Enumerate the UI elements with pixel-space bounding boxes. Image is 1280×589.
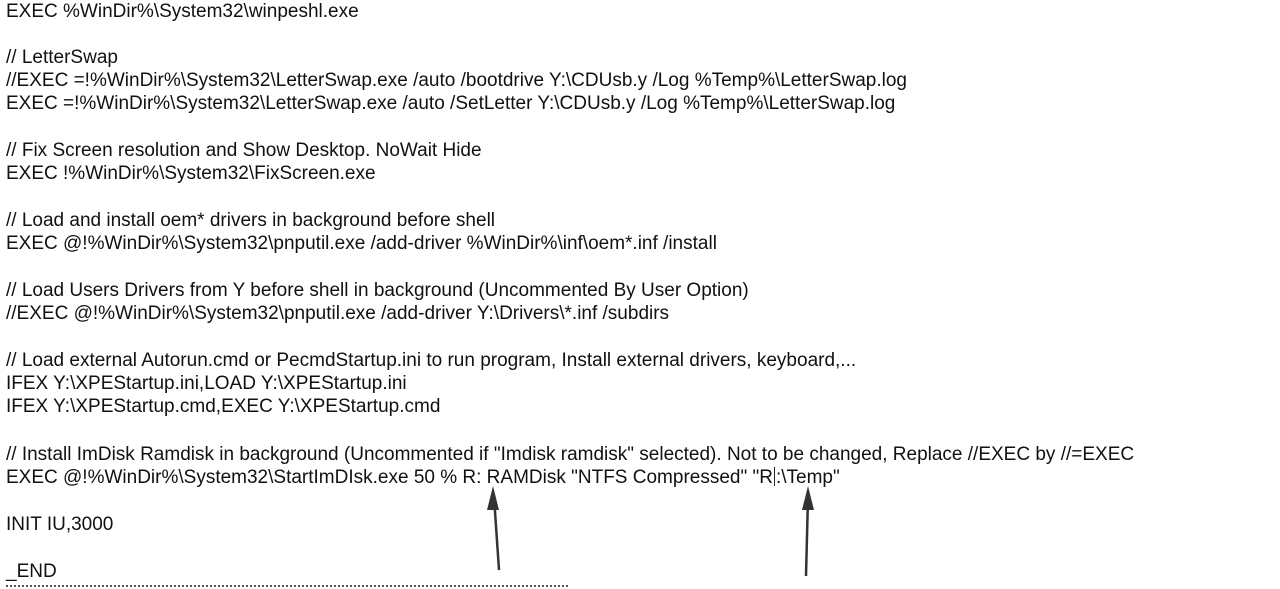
code-line-init: INIT IU,3000 [6, 514, 114, 535]
code-line-user-drivers-comment: // Load Users Drivers from Y before shel… [6, 280, 749, 301]
code-line-ramdisk-exec: EXEC @!%WinDir%\System32\StartImDIsk.exe… [6, 466, 840, 489]
code-line-fixscreen-exec: EXEC !%WinDir%\System32\FixScreen.exe [6, 163, 376, 184]
code-line-letterswap-setletter: EXEC =!%WinDir%\System32\LetterSwap.exe … [6, 93, 896, 114]
code-line-end: _END [6, 561, 57, 582]
code-line-ifex-ini: IFEX Y:\XPEStartup.ini,LOAD Y:\XPEStartu… [6, 373, 407, 394]
code-line-ramdisk-comment: // Install ImDisk Ramdisk in background … [6, 444, 1135, 465]
code-line-autorun-comment: // Load external Autorun.cmd or PecmdSta… [6, 350, 857, 371]
code-line-oem-exec: EXEC @!%WinDir%\System32\pnputil.exe /ad… [6, 233, 717, 254]
code-line-letterswap-comment: // LetterSwap [6, 47, 118, 68]
ramdisk-exec-after-caret: :\Temp" [775, 467, 840, 488]
code-line-oem-comment: // Load and install oem* drivers in back… [6, 210, 496, 231]
code-line-fixscreen-comment: // Fix Screen resolution and Show Deskto… [6, 140, 482, 161]
text-caret [773, 467, 775, 486]
code-line-ifex-cmd: IFEX Y:\XPEStartup.cmd,EXEC Y:\XPEStartu… [6, 396, 441, 417]
ramdisk-exec-before-caret: EXEC @!%WinDir%\System32\StartImDIsk.exe… [6, 467, 773, 488]
code-line-letterswap-bootdrive: //EXEC =!%WinDir%\System32\LetterSwap.ex… [6, 70, 907, 91]
dotted-separator [6, 585, 568, 587]
code-line-user-drivers-exec: //EXEC @!%WinDir%\System32\pnputil.exe /… [6, 303, 670, 324]
code-line-1: EXEC %WinDir%\System32\winpeshl.exe [6, 1, 359, 22]
